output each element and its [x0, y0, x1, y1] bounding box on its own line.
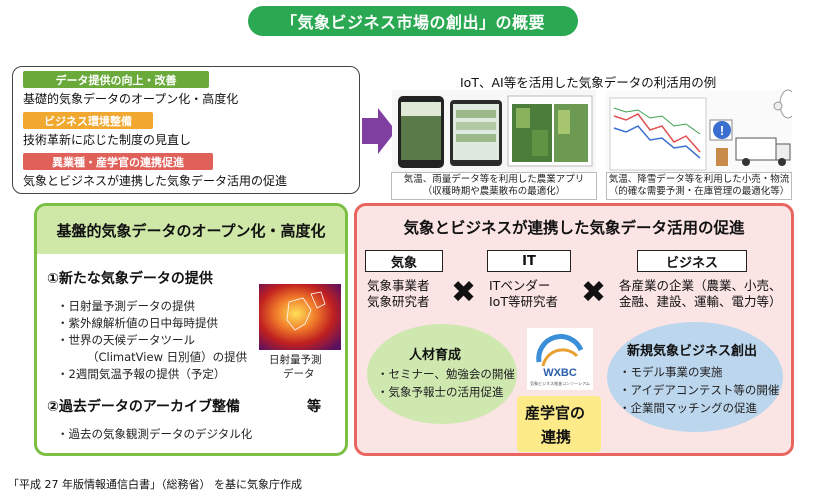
category-weather-line1: 気象事業者	[367, 278, 430, 293]
caption-retail-line1: 気温、降雪データ等を利用した小売・物流	[608, 174, 790, 185]
cross-icon: ✖	[581, 275, 607, 310]
category-business-line1: 各産業の企業（農業、小売、	[619, 278, 782, 293]
svg-text:!: !	[720, 123, 724, 138]
caption-agriculture-line2: （収穫時期や農薬散布の最適化）	[422, 186, 566, 197]
section-archive: ②過去データのアーカイブ整備	[47, 399, 241, 415]
arrow-right-icon	[362, 108, 396, 154]
panel-collaboration-heading: 気象とビジネスが連携した気象データ活用の促進	[403, 219, 745, 237]
human-resources-item: ・セミナー、勉強会の開催	[377, 367, 515, 381]
human-resources-item: ・気象予報士の活用促進	[377, 385, 504, 399]
cross-icon: ✖	[451, 275, 477, 310]
new-business-item: ・モデル事業の実施	[619, 365, 723, 379]
new-business-title: 新規気象ビジネス創出	[627, 344, 758, 359]
map-caption-line2: データ	[283, 368, 315, 380]
bullet-item: （ClimatView 日別値）の提供	[87, 350, 248, 364]
category-weather-line2: 気象研究者	[367, 294, 430, 309]
bullet-item: ・日射量予測データの提供	[57, 299, 195, 313]
category-it-line2: IoT等研究者	[489, 294, 558, 309]
summary-line-3: 気象とビジネスが連携した気象データ活用の促進	[23, 174, 288, 188]
new-business-item: ・企業間マッチングの促進	[619, 401, 757, 415]
retail-logistics-image: !	[606, 89, 792, 174]
industry-academia-gov-box	[517, 396, 601, 452]
caption-retail-line2: （的確な需要予測・在庫管理の最適化等）	[608, 186, 790, 197]
tag-data-improvement: データ提供の向上・改善	[23, 71, 209, 88]
map-caption-line1: 日射量予測	[269, 354, 322, 366]
section-archive-suffix: 等	[307, 399, 321, 415]
category-business-box: ビジネス	[637, 250, 747, 272]
wxbc-logo: WXBC 気象ビジネス推進コンソーシアム	[527, 328, 593, 390]
agriculture-app-image	[392, 90, 596, 172]
summary-line-2: 技術革新に応じた制度の見直し	[23, 133, 192, 147]
wxbc-logo-text: WXBC	[543, 367, 577, 379]
industry-academia-gov-line1: 産学官の	[525, 404, 586, 422]
example-title: IoT、AI等を活用した気象データの利活用の例	[460, 75, 717, 90]
bullet-item: ・世界の天候データツール	[57, 333, 195, 347]
ellipse-human-resources	[367, 324, 517, 424]
panel-open-data-heading: 基盤的気象データのオープン化・高度化	[37, 206, 345, 254]
summary-box: データ提供の向上・改善 基礎的気象データのオープン化・高度化 ビジネス環境整備 …	[12, 66, 360, 194]
new-business-item: ・アイデアコンテスト等の開催	[619, 383, 780, 397]
human-resources-title: 人材育成	[409, 348, 462, 363]
caption-retail: 気温、降雪データ等を利用した小売・物流 （的確な需要予測・在庫管理の最適化等）	[606, 172, 792, 200]
source-footer: 「平成 27 年版情報通信白書」（総務省） を基に気象庁作成	[8, 478, 302, 491]
page-title: 「気象ビジネス市場の創出」の概要	[248, 6, 578, 36]
caption-agriculture: 気温、雨量データ等を利用した農業アプリ （収穫時期や農薬散布の最適化）	[391, 172, 597, 200]
panel-open-data: 基盤的気象データのオープン化・高度化 ①新たな気象データの提供 ・日射量予測デー…	[34, 203, 348, 456]
section-new-data: ①新たな気象データの提供	[47, 271, 213, 287]
category-weather-box: 気象	[365, 250, 443, 272]
solar-radiation-map-image	[259, 284, 341, 350]
category-it-line1: ITベンダー	[489, 278, 551, 293]
category-business-line2: 金融、建設、運輸、電力等）	[619, 294, 782, 309]
bullet-item: ・紫外線解析値の日中毎時提供	[57, 316, 218, 330]
tag-business-env: ビジネス環境整備	[23, 112, 153, 129]
industry-academia-gov-line2: 連携	[541, 428, 572, 446]
bullet-item: ・2週間気温予報の提供（予定）	[57, 367, 226, 381]
wxbc-logo-subtext: 気象ビジネス推進コンソーシアム	[530, 380, 590, 386]
tag-collaboration: 異業種・産学官の連携促進	[23, 153, 213, 170]
panel-collaboration: 気象とビジネスが連携した気象データ活用の促進 気象 気象事業者 気象研究者 ✖ …	[354, 203, 794, 456]
caption-agriculture-line1: 気温、雨量データ等を利用した農業アプリ	[403, 174, 585, 185]
summary-line-1: 基礎的気象データのオープン化・高度化	[23, 92, 239, 106]
category-it-box: IT	[487, 250, 571, 272]
bullet-item: ・過去の気象観測データのデジタル化	[57, 427, 253, 441]
ellipse-new-business	[607, 322, 783, 432]
